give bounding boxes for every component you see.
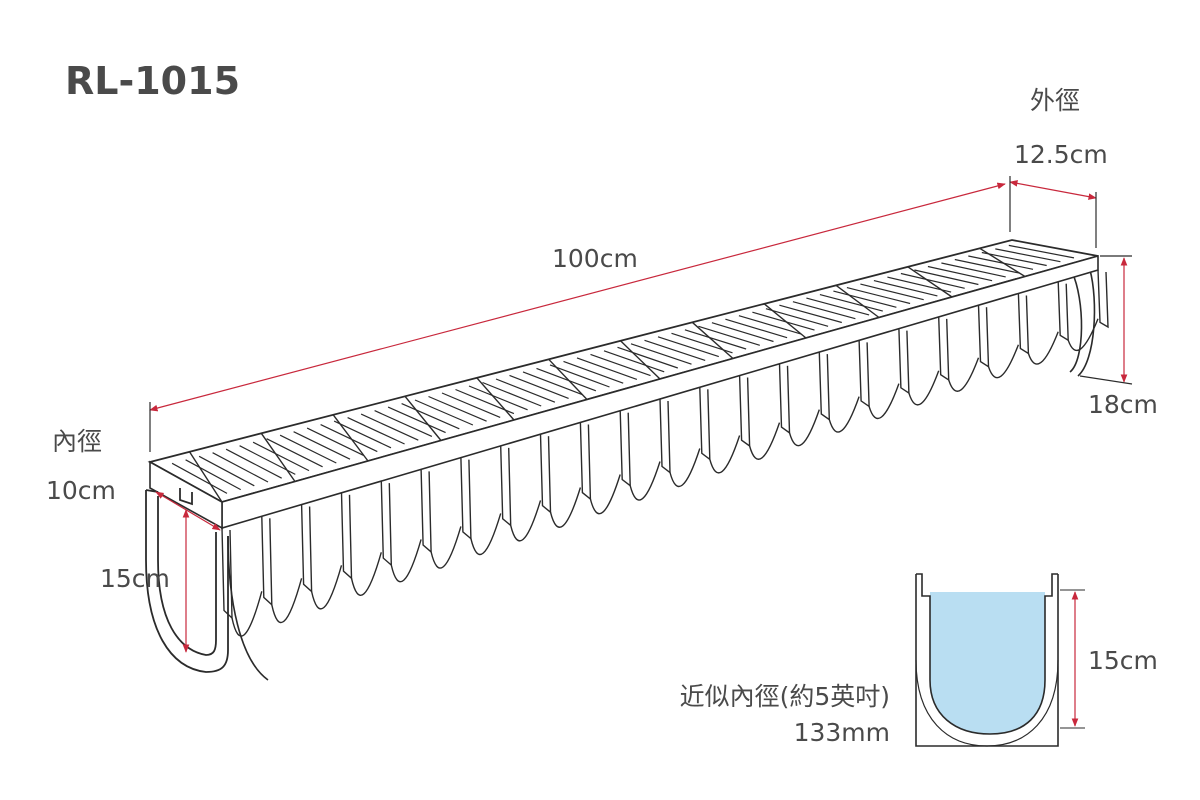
channel-rib bbox=[380, 481, 393, 567]
grate-slot bbox=[347, 417, 405, 445]
channel-rib bbox=[738, 375, 751, 448]
channel-body-curve bbox=[709, 435, 741, 474]
channel-rib bbox=[500, 445, 512, 527]
grate-slot bbox=[171, 462, 228, 494]
outer-width-value: 12.5cm bbox=[1014, 140, 1108, 169]
channel-rib bbox=[977, 305, 990, 369]
channel-body-curve bbox=[231, 591, 263, 637]
grate-cross-bar bbox=[260, 432, 296, 482]
grate-slot bbox=[185, 459, 241, 491]
channel-rib bbox=[938, 316, 950, 382]
channel-body-curve bbox=[748, 422, 781, 460]
inner-width-label: 內徑 bbox=[52, 427, 103, 456]
grate-slot bbox=[320, 424, 378, 453]
channel-rib bbox=[778, 363, 791, 435]
grate-cross-bar bbox=[332, 414, 369, 462]
channel-rib bbox=[699, 387, 711, 461]
channel-rib bbox=[300, 504, 313, 594]
channel-body-curve bbox=[828, 396, 860, 433]
channel-rib bbox=[539, 434, 552, 514]
approx-inner-diameter-label: 近似內徑(約5英吋) bbox=[679, 682, 890, 711]
channel-rib bbox=[1017, 293, 1030, 355]
channel-body-curve bbox=[987, 344, 1020, 379]
channel-rib bbox=[659, 398, 671, 474]
channel-rib bbox=[420, 469, 432, 554]
channel-body-curve bbox=[1027, 331, 1059, 365]
grate-slot bbox=[374, 410, 433, 437]
grate-slot bbox=[306, 427, 364, 456]
channel-body-curve bbox=[788, 409, 820, 447]
grate-slot bbox=[279, 434, 337, 464]
grate-slot bbox=[387, 406, 446, 434]
grate-slot bbox=[333, 420, 392, 449]
channel-body-curve bbox=[868, 383, 900, 420]
channel-body-curve bbox=[510, 500, 542, 542]
grate-slot bbox=[1008, 244, 1075, 259]
grate-slot bbox=[293, 431, 351, 460]
channel-body-curve bbox=[1067, 318, 1099, 352]
channel-rib bbox=[619, 410, 631, 488]
channel-body-curve bbox=[470, 513, 502, 556]
channel-rib bbox=[1097, 269, 1109, 329]
channel-body-curve bbox=[669, 448, 701, 488]
length-value: 100cm bbox=[552, 244, 638, 273]
approx-inner-diameter-value: 133mm bbox=[793, 718, 890, 747]
inner-width-value: 10cm bbox=[46, 476, 116, 505]
channel-body-curve bbox=[908, 370, 940, 406]
channel-body-curve bbox=[948, 357, 980, 392]
channel-rib bbox=[579, 422, 592, 501]
grate-slot bbox=[212, 452, 269, 483]
section-depth-value: 15cm bbox=[1088, 646, 1158, 675]
channel-rib bbox=[898, 328, 910, 395]
channel-body-curve bbox=[629, 461, 661, 501]
grate-slot bbox=[360, 413, 419, 441]
grate-slot bbox=[266, 438, 323, 468]
channel-rib bbox=[340, 492, 353, 580]
grate-slot bbox=[995, 248, 1061, 263]
channel-body-curve bbox=[549, 487, 582, 528]
channel-body-curve bbox=[430, 526, 462, 569]
channel-rib bbox=[1057, 281, 1069, 342]
depth-value: 15cm bbox=[100, 564, 170, 593]
grate-slot bbox=[225, 448, 282, 479]
channel-body-curve bbox=[350, 552, 382, 596]
height-value: 18cm bbox=[1088, 390, 1158, 419]
grate-slot bbox=[198, 455, 255, 487]
channel-body-curve bbox=[271, 578, 303, 624]
dimension-lines bbox=[149, 176, 1133, 727]
channel-body-curve bbox=[589, 474, 621, 515]
channel-rib bbox=[818, 352, 831, 421]
grate bbox=[147, 239, 1099, 530]
cross-section bbox=[915, 573, 1085, 747]
channel-rib bbox=[858, 340, 870, 408]
outer-width-label: 外徑 bbox=[1030, 86, 1081, 115]
grate-slot bbox=[252, 441, 310, 472]
channel-rib bbox=[460, 457, 472, 541]
product-model-title: RL-1015 bbox=[65, 59, 241, 103]
channel-body-curve bbox=[310, 565, 343, 610]
channel-body-curve bbox=[390, 539, 422, 583]
channel-rib bbox=[221, 527, 233, 620]
channel-rib bbox=[261, 516, 273, 607]
